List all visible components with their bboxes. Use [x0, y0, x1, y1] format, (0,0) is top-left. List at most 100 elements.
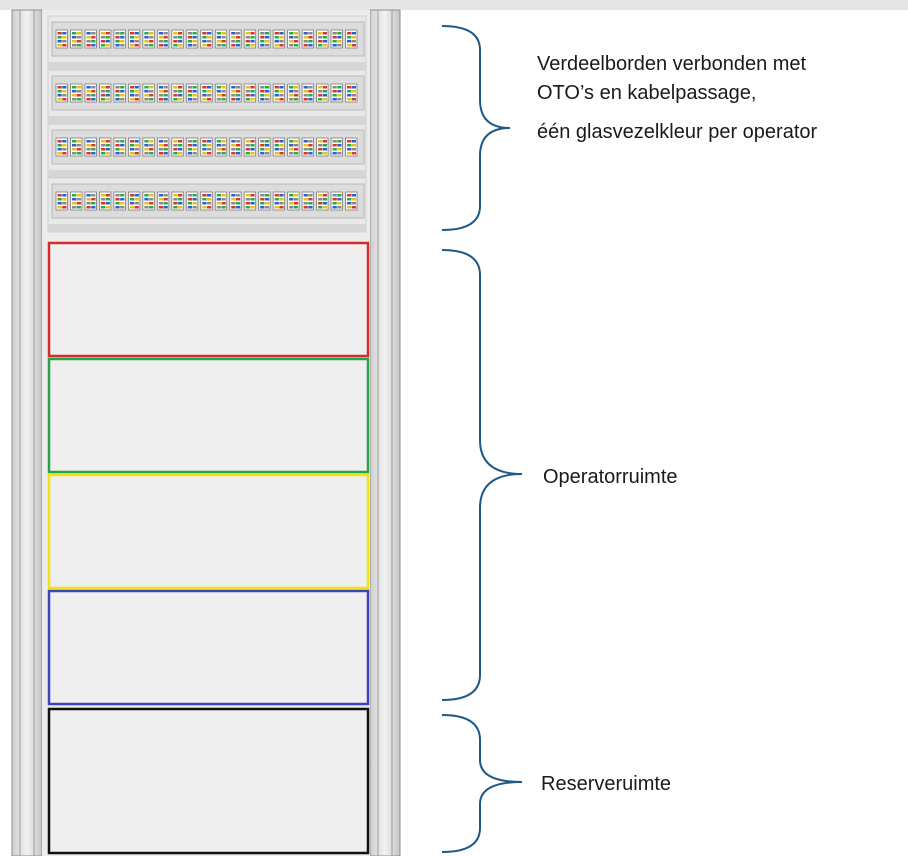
fiber-port — [345, 137, 358, 157]
fiber-port — [272, 29, 286, 49]
compartment-operator-yellow — [47, 473, 370, 590]
fiber-port — [70, 191, 83, 211]
fiber-port — [272, 83, 286, 103]
fiber-port — [301, 29, 314, 49]
compartment-operator-red — [47, 241, 370, 358]
fiber-port — [301, 191, 314, 211]
fiber-port — [171, 137, 184, 157]
fiber-port — [142, 83, 155, 103]
fiber-port — [316, 29, 329, 49]
fiber-port — [258, 191, 271, 211]
fiber-port — [113, 83, 126, 103]
fiber-port — [229, 191, 242, 211]
compartment-operator-green — [47, 357, 370, 474]
fiber-port — [316, 137, 329, 157]
fiber-port — [84, 83, 97, 103]
fiber-port — [127, 83, 141, 103]
fiber-port — [345, 29, 358, 49]
fiber-port — [99, 29, 112, 49]
fiber-port — [156, 191, 170, 211]
fiber-port — [113, 191, 126, 211]
fiber-port — [243, 83, 257, 103]
fiber-port — [142, 137, 155, 157]
compartment-operator-blue — [47, 589, 370, 706]
fiber-port — [200, 83, 213, 103]
fiber-port — [301, 137, 314, 157]
fiber-port — [185, 137, 199, 157]
fiber-port — [287, 29, 300, 49]
fiber-port — [55, 29, 68, 49]
fiber-port — [301, 83, 314, 103]
fiber-port — [99, 83, 112, 103]
fiber-port — [113, 137, 126, 157]
fiber-port — [99, 137, 112, 157]
fiber-port — [171, 29, 184, 49]
fiber-port — [127, 29, 141, 49]
fiber-port — [70, 137, 83, 157]
fiber-port — [84, 29, 97, 49]
fiber-port — [185, 191, 199, 211]
fiber-port — [200, 137, 213, 157]
fiber-port — [330, 137, 343, 157]
fiber-port — [99, 191, 112, 211]
rack-frame-left — [11, 9, 43, 856]
top-border — [0, 0, 908, 10]
fiber-port — [243, 29, 257, 49]
fiber-port — [156, 29, 170, 49]
patch-panel — [47, 123, 367, 179]
fiber-port — [142, 29, 155, 49]
fiber-port — [272, 191, 286, 211]
annotation-distribution-line-2: OTO’s en kabelpassage, — [537, 82, 757, 104]
annotation-reserve-space: Reserveruimte — [541, 773, 672, 795]
fiber-port — [127, 191, 141, 211]
fiber-port — [214, 191, 228, 211]
fiber-port — [243, 191, 257, 211]
annotation-operator-space: Operatorruimte — [543, 466, 678, 488]
fiber-port — [185, 83, 199, 103]
fiber-port — [142, 191, 155, 211]
fiber-port — [258, 83, 271, 103]
fiber-port — [287, 83, 300, 103]
fiber-port — [70, 83, 83, 103]
fiber-port — [200, 191, 213, 211]
fiber-port — [287, 137, 300, 157]
fiber-port — [243, 137, 257, 157]
fiber-port — [272, 137, 286, 157]
annotation-distribution-line-3: één glasvezelkleur per operator — [537, 121, 818, 143]
fiber-port — [84, 191, 97, 211]
fiber-port — [127, 137, 141, 157]
fiber-port — [55, 191, 68, 211]
patch-panel — [47, 15, 367, 71]
fiber-port — [55, 137, 68, 157]
fiber-port — [156, 137, 170, 157]
patch-panel — [47, 69, 367, 125]
rack-frame-right — [369, 9, 401, 856]
fiber-port — [113, 29, 126, 49]
fiber-port — [156, 83, 170, 103]
fiber-port — [330, 83, 343, 103]
fiber-port — [287, 191, 300, 211]
compartment-reserve — [47, 707, 370, 855]
patch-panel — [47, 177, 367, 233]
fiber-port — [258, 29, 271, 49]
fiber-port — [214, 29, 228, 49]
fiber-port — [345, 83, 358, 103]
fiber-port — [229, 29, 242, 49]
bracket-operator-space — [441, 249, 523, 701]
fiber-port — [330, 191, 343, 211]
fiber-port — [171, 191, 184, 211]
fiber-port — [258, 137, 271, 157]
fiber-port — [185, 29, 199, 49]
bracket-distribution-panels — [441, 25, 511, 231]
fiber-port — [70, 29, 83, 49]
fiber-port — [316, 83, 329, 103]
fiber-port — [316, 191, 329, 211]
fiber-port — [345, 191, 358, 211]
fiber-port — [229, 137, 242, 157]
fiber-port — [171, 83, 184, 103]
fiber-port — [84, 137, 97, 157]
fiber-port — [330, 29, 343, 49]
fiber-port — [55, 83, 68, 103]
